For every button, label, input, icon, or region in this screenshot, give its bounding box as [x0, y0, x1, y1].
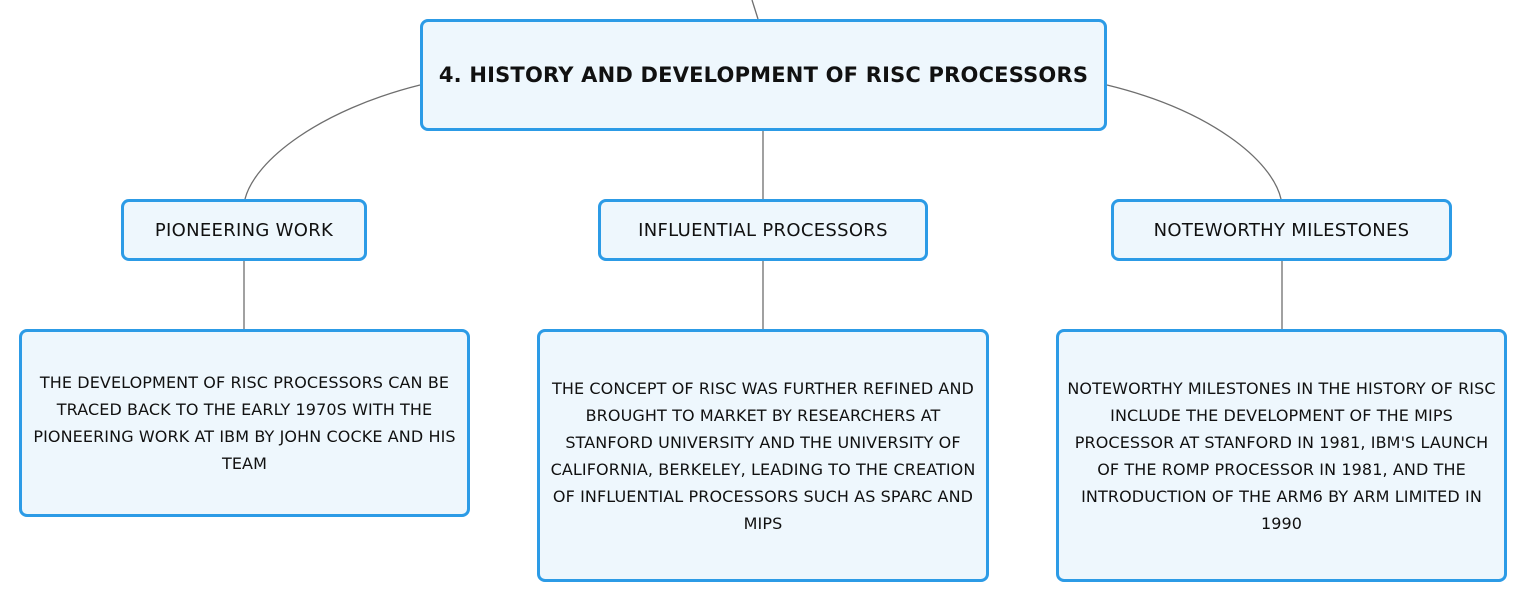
branch-node-label: PIONEERING WORK [154, 219, 334, 241]
detail-node-noteworthy-milestones[interactable]: NOTEWORTHY MILESTONES IN THE HISTORY OF … [1056, 329, 1507, 582]
detail-node-text: THE CONCEPT OF RISC WAS FURTHER REFINED … [550, 378, 976, 533]
root-node[interactable]: 4. HISTORY AND DEVELOPMENT OF RISC PROCE… [420, 19, 1107, 131]
detail-node-pioneering-work[interactable]: THE DEVELOPMENT OF RISC PROCESSORS CAN B… [19, 329, 470, 517]
root-node-label: 4. HISTORY AND DEVELOPMENT OF RISC PROCE… [438, 63, 1089, 87]
branch-node-label: INFLUENTIAL PROCESSORS [638, 219, 888, 241]
detail-node-text: NOTEWORTHY MILESTONES IN THE HISTORY OF … [1067, 378, 1496, 533]
branch-node-influential-processors[interactable]: INFLUENTIAL PROCESSORS [598, 199, 928, 261]
connector-root-to-milestones [1106, 84, 1282, 200]
connector-parent-to-root [751, 0, 759, 20]
branch-node-noteworthy-milestones[interactable]: NOTEWORTHY MILESTONES [1111, 199, 1452, 261]
connector-root-to-pioneering [244, 84, 421, 200]
detail-node-text: THE DEVELOPMENT OF RISC PROCESSORS CAN B… [33, 373, 456, 473]
branch-node-pioneering-work[interactable]: PIONEERING WORK [121, 199, 367, 261]
detail-node-influential-processors[interactable]: THE CONCEPT OF RISC WAS FURTHER REFINED … [537, 329, 989, 582]
branch-node-label: NOTEWORTHY MILESTONES [1153, 219, 1410, 241]
